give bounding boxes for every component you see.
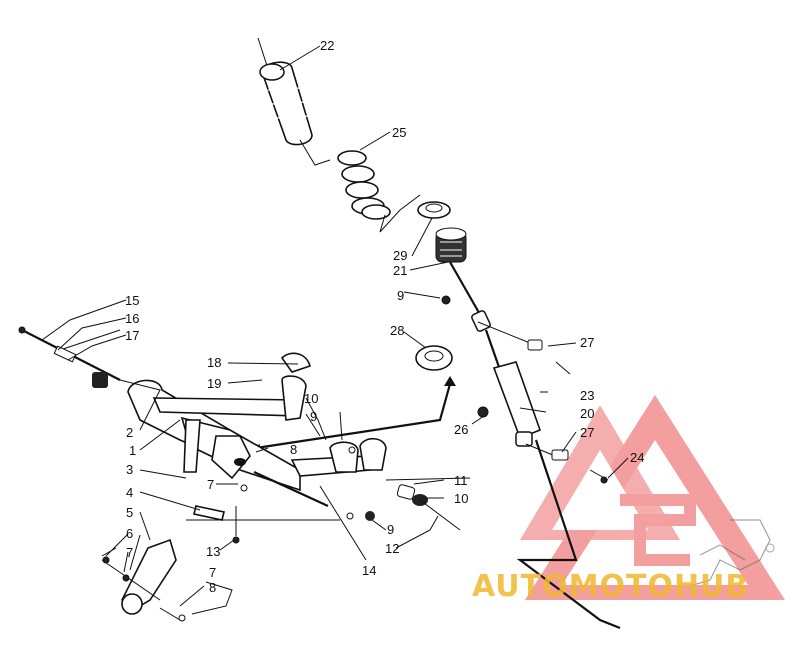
callout-26: 26	[454, 422, 468, 437]
callout-21: 21	[393, 263, 407, 278]
bushing-28	[415, 345, 453, 371]
callout-28: 28	[390, 323, 404, 338]
front-axle-arm	[18, 326, 471, 531]
callout-8b: 8	[209, 580, 216, 595]
watermark-logo	[520, 395, 785, 600]
callout-13: 13	[206, 544, 220, 559]
callout-27a: 27	[580, 335, 594, 350]
callout-leaders	[41, 45, 629, 615]
callout-11: 11	[454, 473, 468, 488]
callout-15: 15	[125, 293, 139, 308]
steering-arm	[101, 411, 375, 622]
callout-18: 18	[207, 355, 221, 370]
callout-7b: 7	[207, 477, 214, 492]
coil-spring	[337, 150, 421, 233]
assembly-arrow	[255, 383, 452, 450]
callout-8a: 8	[290, 442, 297, 457]
callout-10b: 10	[454, 491, 468, 506]
callout-4: 4	[126, 485, 133, 500]
spring-seat	[417, 201, 451, 219]
watermark-text: AUTOMOTOHUB	[472, 569, 749, 604]
callout-12: 12	[385, 541, 399, 556]
callout-9b: 9	[310, 409, 317, 424]
callout-17: 17	[125, 328, 139, 343]
callout-labels: 1 2 3 4 5 6 7 7 7 8 8 9 9 9 10 10 11 12 …	[125, 38, 644, 595]
callout-2: 2	[126, 425, 133, 440]
callout-10a: 10	[304, 391, 318, 406]
callout-14: 14	[362, 563, 376, 578]
callout-20: 20	[580, 406, 594, 421]
callout-7c: 7	[209, 565, 216, 580]
callout-19: 19	[207, 376, 221, 391]
callout-23: 23	[580, 388, 594, 403]
callout-9c: 9	[387, 522, 394, 537]
callout-22: 22	[320, 38, 334, 53]
adjuster-collar	[435, 227, 467, 263]
callout-16: 16	[125, 311, 139, 326]
callout-5: 5	[126, 505, 133, 520]
callout-27b: 27	[580, 425, 594, 440]
callout-3: 3	[126, 462, 133, 477]
shock-boot	[257, 37, 331, 166]
callout-1: 1	[129, 443, 136, 458]
arrow-connector	[516, 439, 621, 630]
callout-25: 25	[392, 125, 406, 140]
callout-29: 29	[393, 248, 407, 263]
shock-absorber	[441, 261, 609, 484]
callout-24: 24	[630, 450, 644, 465]
watermark-sketch	[689, 519, 775, 587]
callout-6: 6	[126, 526, 133, 541]
callout-9a: 9	[397, 288, 404, 303]
callout-7a: 7	[126, 545, 133, 560]
